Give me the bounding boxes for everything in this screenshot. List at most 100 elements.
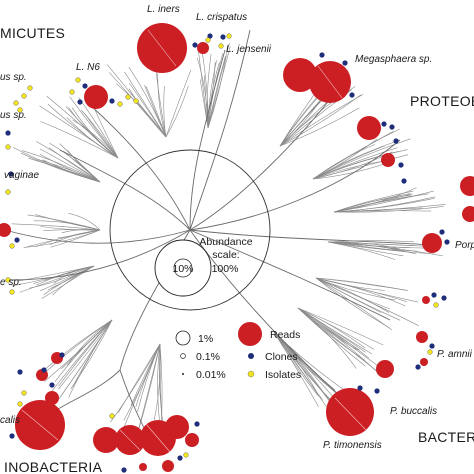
tree-branch — [207, 43, 230, 129]
tree-branch — [207, 46, 231, 129]
tree-branch — [279, 94, 364, 147]
tree-branch — [333, 190, 434, 213]
tree-branch — [137, 343, 161, 412]
tree-branch — [157, 73, 167, 138]
tree-branch — [279, 93, 330, 147]
tree-branch — [43, 319, 113, 375]
tree-branch — [60, 319, 113, 397]
reads-circle-actino-9 — [45, 391, 59, 405]
reads-circle-actino-6 — [185, 433, 199, 447]
tree-branch — [71, 107, 119, 159]
tree-branch — [145, 86, 167, 138]
tree-branch — [28, 157, 101, 183]
tree-branch — [124, 71, 167, 138]
legend-type-label-isolates: Isolates — [265, 369, 301, 381]
legend-clones-swatch — [248, 353, 254, 359]
tree-branch — [297, 307, 365, 361]
reads-circle-proteo-3 — [460, 176, 474, 196]
tree-branch — [312, 145, 385, 180]
abundance-scale: Abundance scale: 10% 100% — [154, 236, 253, 297]
tree-branch — [58, 319, 113, 387]
legend-size-0.01pct — [182, 373, 184, 375]
taxon-megasphaera: Megasphaera sp. — [355, 54, 432, 65]
tree-branch — [327, 241, 413, 253]
tree-branch — [315, 277, 386, 291]
tree-branch — [315, 277, 390, 329]
tree-branch — [315, 277, 409, 291]
tree-branch — [273, 331, 336, 391]
tree-branch — [21, 150, 101, 183]
reads-circle-actino-11 — [139, 463, 147, 471]
tree-branch — [273, 331, 319, 397]
reads-circle-l-n6 — [84, 85, 108, 109]
reads-circle-bact-3 — [420, 358, 428, 366]
tree-branch — [36, 141, 101, 183]
taxon-us-sp-1: us sp. — [0, 72, 27, 83]
abundance-scale-10-label: 10% — [172, 263, 193, 275]
reads-circle-actino-2 — [93, 427, 119, 453]
tree-branch — [197, 48, 209, 129]
taxon-vaginae: vaginae — [4, 170, 39, 181]
tree-branches — [11, 41, 446, 435]
reads-circle-firm-left-1 — [0, 223, 11, 237]
tree-branch — [312, 138, 411, 180]
reads-circle-highlights — [21, 29, 367, 453]
tree-branch — [19, 265, 95, 293]
tree-branch — [54, 319, 113, 382]
tree-branch — [315, 277, 396, 301]
taxon-l-jensenii: L. jensenii — [226, 44, 272, 55]
reads-circle-p-timonensis — [326, 388, 374, 436]
abundance-scale-title-2: scale: — [212, 249, 239, 261]
tree-branch — [70, 319, 113, 390]
tree-branch — [315, 277, 401, 321]
reads-circle-p-amnii — [416, 331, 428, 343]
legend-size-label-3: 0.01% — [196, 369, 226, 381]
reads-circle-megasphaera-1 — [283, 58, 317, 92]
tree-branch — [327, 240, 415, 243]
abundance-scale-10-circle — [173, 258, 193, 278]
taxon-p-buccalis: P. buccalis — [390, 406, 437, 417]
tree-branch — [165, 85, 189, 138]
taxon-l-n6: L. N6 — [76, 62, 100, 73]
tree-branch — [63, 151, 101, 183]
legend-size-0.1pct — [180, 353, 186, 359]
abundance-scale-title-1: Abundance — [199, 236, 252, 248]
tree-branch — [68, 213, 101, 231]
tree-branch — [50, 229, 101, 248]
abundance-scale-100-circle — [154, 239, 212, 297]
tree-branch — [58, 319, 113, 390]
group-label-firmicutes: MICUTES — [0, 25, 65, 41]
tree-branch — [68, 319, 113, 398]
tree-branch — [315, 277, 408, 303]
taxon-us-sp-2: us sp. — [0, 110, 27, 121]
clone-dots — [5, 33, 450, 473]
tree-branch — [333, 204, 446, 213]
abundance-scale-100-label: 100% — [212, 263, 239, 275]
tree-branch — [279, 107, 360, 147]
tree-branch — [40, 121, 119, 159]
legend-reads-swatch — [238, 322, 262, 346]
reads-circle-bact-4 — [376, 360, 394, 378]
tree-branch — [312, 128, 400, 180]
reads-circle-l-crispatus — [197, 42, 209, 54]
tree-branch — [297, 307, 366, 353]
tree-branch — [165, 69, 192, 138]
taxon-l-crispatus: L. crispatus — [196, 12, 247, 23]
tree-branch — [333, 198, 435, 213]
tree-branch — [297, 307, 366, 367]
taxon-l-iners: L. iners — [147, 4, 180, 15]
taxon-calis: calis — [0, 415, 20, 426]
tree-branch — [333, 193, 429, 213]
taxon-porph: Porp — [455, 240, 474, 251]
tree-branch — [157, 343, 161, 424]
tree-branch — [61, 229, 101, 234]
tree-branch — [333, 190, 414, 213]
tree-branch — [129, 82, 167, 138]
group-label-bacteroidetes: BACTERO — [418, 429, 474, 445]
tree-branch — [47, 103, 119, 159]
tree-branch — [333, 206, 444, 213]
tree-branch — [273, 331, 338, 394]
tree-branch — [137, 343, 161, 433]
